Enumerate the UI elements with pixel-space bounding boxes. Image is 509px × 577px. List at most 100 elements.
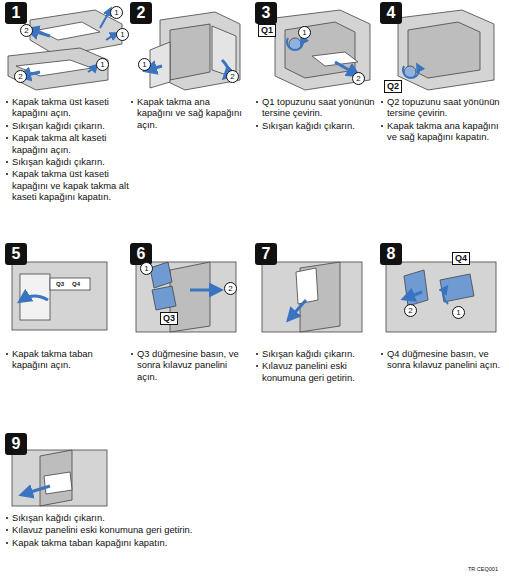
panel-5-illustration-shape — [20, 274, 50, 320]
instruction-text: Kapak takma ana kapağını ve sağ kapağını… — [137, 96, 242, 130]
bullet-dot — [6, 542, 8, 544]
part-label: Q2 — [384, 80, 402, 93]
panel-9-illustration-shape — [12, 450, 107, 506]
panel-7-illustration-shape — [290, 300, 306, 318]
step-text-column: Q3 düğmesine basın, ve sonra kılavuz pan… — [130, 348, 248, 383]
step-number: 8 — [380, 243, 402, 265]
instruction-text: Kılavuz panelini eski konumuna geri geti… — [12, 524, 192, 535]
part-label: Q4 — [72, 281, 80, 288]
panel-6-illustration-shape — [136, 262, 236, 332]
bullet-item: Kapak takma alt kaseti kapağını açın. — [5, 132, 130, 155]
step-number: 5 — [5, 243, 27, 265]
bullet-item: Sıkışan kağıdı çıkarın. — [5, 512, 305, 523]
instruction-text: Q1 topuzunu saat yönünün tersine çevirin… — [262, 96, 375, 118]
step-text-column: Q4 düğmesine basın, ve sonra kılavuz pan… — [380, 348, 502, 372]
panel-2-illustration-shape — [150, 42, 170, 88]
step-number-text: 1 — [12, 4, 21, 21]
panel-8-illustration-shape — [406, 292, 422, 298]
bullet-item: Kapak takma ana kapağını ve sağ kapağını… — [130, 96, 248, 130]
step-text-column: Kapak takma taban kapağını açın. — [5, 348, 123, 372]
callout-number: 2 — [352, 72, 365, 85]
instruction-text: Sıkışan kağıdı çıkarın. — [12, 156, 105, 167]
step-number-text: 5 — [12, 245, 21, 262]
bullet-dot — [6, 353, 8, 355]
panel-7-illustration-shape — [296, 268, 318, 304]
bullet-item: Kapak takma taban kapağını açın. — [5, 348, 123, 371]
instruction-text: Kılavuz panelini eski konumuna geri geti… — [262, 360, 355, 382]
panel-1-illustration-shape — [8, 48, 108, 90]
panel-6-illustration-shape — [150, 262, 172, 288]
panel-2-illustration-shape — [170, 24, 210, 80]
step-number: 1 — [5, 2, 27, 24]
panel-8-illustration-shape — [443, 288, 448, 304]
step-text-column: Sıkışan kağıdı çıkarın.Kılavuz panelini … — [5, 512, 305, 549]
bullet-item: Q2 topuzunu saat yönünün tersine çevirin… — [380, 96, 506, 119]
step-number-text: 9 — [12, 435, 21, 452]
bullet-dot — [381, 101, 383, 103]
panel-1-illustration-shape — [106, 34, 116, 40]
step-number-text: 3 — [262, 4, 271, 21]
instruction-text: Sıkışan kağıdı çıkarın. — [12, 512, 105, 523]
panel-6-illustration-shape — [190, 289, 218, 292]
step-text-column: Kapak takma üst kaseti kapağını açın. Sık… — [5, 96, 130, 204]
bullet-item: Sıkışan kağıdı çıkarın. — [5, 120, 130, 131]
step-number: 9 — [5, 433, 27, 455]
instruction-text: Kapak takma üst kaseti kapağını açın. — [12, 96, 109, 118]
instruction-text: Sıkışan kağıdı çıkarın. — [262, 348, 355, 359]
callout-number: 2 — [20, 24, 33, 37]
bullet-dot — [6, 517, 8, 519]
panel-1-illustration-shape — [38, 22, 100, 40]
bullet-dot — [131, 101, 133, 103]
panel-9-illustration-shape — [24, 486, 50, 494]
panel-3-illustration-shape — [275, 10, 370, 90]
bullet-item: Kapak takma taban kapağını kapatın. — [5, 537, 305, 548]
step-number-text: 6 — [137, 245, 146, 262]
bullet-item: Q3 düğmesine basın, ve sonra kılavuz pan… — [130, 348, 248, 382]
panel-6-illustration — [136, 262, 236, 332]
part-label: Q3 — [56, 281, 64, 288]
part-label: Q3 — [160, 312, 178, 325]
bullet-item: Q1 topuzunu saat yönünün tersine çevirin… — [255, 96, 377, 119]
panel-8-illustration — [386, 262, 496, 332]
panel-2-illustration-shape — [160, 12, 240, 90]
step-number: 3 — [255, 2, 277, 24]
bullet-item: Kılavuz panelini eski konumuna geri geti… — [5, 524, 305, 535]
panel-7-illustration-shape — [262, 262, 362, 332]
step-text-column: Sıkışan kağıdı çıkarın.Kılavuz panelini … — [255, 348, 375, 384]
panel-9-illustration-shape — [44, 472, 72, 494]
callout-number: 1 — [138, 58, 151, 71]
callout-number: 2 — [224, 282, 237, 295]
panel-5-illustration-shape — [22, 296, 48, 300]
panel-3-illustration-shape — [287, 38, 303, 50]
bullet-dot — [6, 173, 8, 175]
panel-1-illustration-shape — [100, 10, 110, 28]
callout-number: 1 — [116, 28, 129, 41]
bullet-dot — [6, 125, 8, 127]
bullet-dot — [256, 101, 258, 103]
bullet-dot — [256, 365, 258, 367]
callout-number: 2 — [226, 70, 239, 83]
bullet-item: Kapak takma ana kapağını ve sağ kapağını… — [380, 120, 506, 143]
panel-3-illustration-shape — [285, 22, 355, 78]
instruction-text: Sıkışan kağıdı çıkarın. — [12, 120, 105, 131]
callout-number: 1 — [298, 26, 311, 39]
panel-5-illustration-shape — [50, 278, 90, 290]
bullet-item: Kapak takma üst kaseti kapağını ve kapak… — [5, 168, 130, 202]
panel-8-illustration-shape — [386, 262, 496, 332]
bullet-dot — [6, 137, 8, 139]
panel-4-illustration-shape — [403, 66, 419, 78]
callout-number: 1 — [140, 262, 153, 275]
bullet-item: Kapak takma üst kaseti kapağını açın. — [5, 96, 130, 119]
part-label: Q4 — [452, 252, 470, 265]
step-number: 2 — [130, 2, 152, 24]
panel-7-illustration — [262, 262, 362, 332]
panel-3-illustration-shape — [312, 52, 358, 66]
step-number-text: 4 — [387, 4, 396, 21]
instruction-text: Q2 topuzunu saat yönünün tersine çevirin… — [387, 96, 500, 118]
step-number-text: 8 — [387, 245, 396, 262]
instruction-text: Q4 düğmesine basın, ve sonra kılavuz pan… — [387, 348, 500, 370]
panel-1-illustration-shape — [16, 60, 92, 76]
